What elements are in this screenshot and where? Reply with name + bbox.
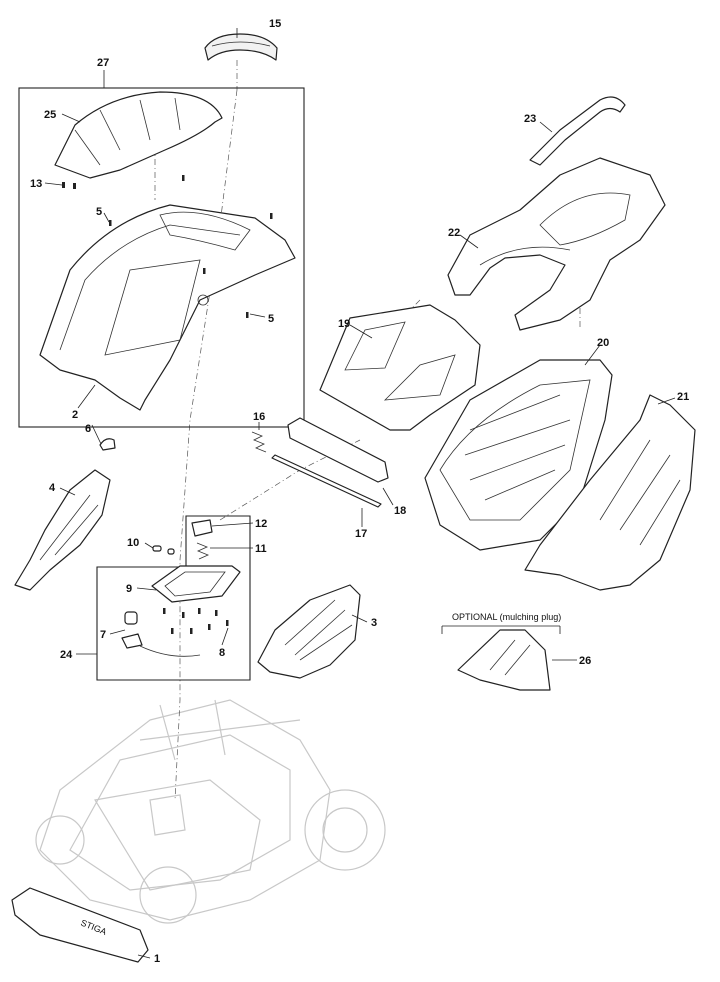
callout-26: 26	[579, 655, 591, 667]
callout-12: 12	[255, 518, 267, 530]
part-1-front-bumper: STIGA	[11, 887, 149, 963]
callout-23: 23	[524, 113, 536, 125]
callout-5-bottom: 5	[268, 313, 274, 325]
part-20-grass-collector	[424, 359, 613, 551]
part-12-cap	[191, 519, 213, 537]
callout-27: 27	[97, 57, 109, 69]
callout-8: 8	[219, 647, 225, 659]
part-10-nut-b	[167, 548, 175, 555]
part-6-clip	[99, 438, 116, 451]
part-17-rod	[271, 454, 382, 508]
callout-labels: 15 27 25 13 5 5 2 23 22 19 20 21 16 18 1…	[30, 18, 689, 965]
part-19-label-plate	[319, 304, 481, 431]
part-16-spring	[251, 431, 267, 453]
part-23-handle-bar	[529, 96, 626, 166]
part-21-side-panel	[524, 394, 696, 591]
part-8-screws	[163, 608, 229, 634]
callout-20: 20	[597, 337, 609, 349]
part-15-handle-grip	[204, 33, 278, 61]
callout-22: 22	[448, 227, 460, 239]
part-18-hinge	[287, 417, 389, 483]
part-2-upper-chassis	[39, 175, 296, 411]
callout-4: 4	[49, 482, 56, 494]
optional-note: OPTIONAL (mulching plug)	[452, 612, 561, 622]
callout-3: 3	[371, 617, 377, 629]
part-4-left-side-panel	[14, 469, 111, 591]
callout-21: 21	[677, 391, 689, 403]
callout-10: 10	[127, 537, 139, 549]
callout-15: 15	[269, 18, 281, 30]
callout-18: 18	[394, 505, 406, 517]
callout-19: 19	[338, 318, 350, 330]
part-26-mulching-plug	[457, 629, 551, 691]
group-frame-27	[18, 87, 305, 428]
part-11-spring	[196, 542, 210, 560]
part-3-right-side-panel	[257, 584, 361, 679]
part-7-connector	[121, 611, 201, 657]
leader-lines	[44, 28, 676, 959]
callout-13: 13	[30, 178, 42, 190]
part-13-screws	[62, 182, 76, 189]
callout-9: 9	[126, 583, 132, 595]
callout-7: 7	[100, 629, 106, 641]
callout-25: 25	[44, 109, 56, 121]
callout-6: 6	[85, 423, 91, 435]
optional-note-bracket	[441, 625, 561, 634]
callout-17: 17	[355, 528, 367, 540]
callout-1: 1	[154, 953, 160, 965]
part-25-top-cover	[54, 91, 223, 179]
callout-24: 24	[60, 649, 73, 661]
callout-11: 11	[255, 543, 267, 555]
callout-5-top: 5	[96, 206, 102, 218]
part-9-switch-box	[151, 565, 241, 603]
part-22-rear-cover	[447, 157, 666, 331]
part-10-nut	[152, 545, 162, 552]
callout-2: 2	[72, 409, 78, 421]
callout-16: 16	[253, 411, 265, 423]
mower-outline-ghost	[35, 699, 386, 924]
